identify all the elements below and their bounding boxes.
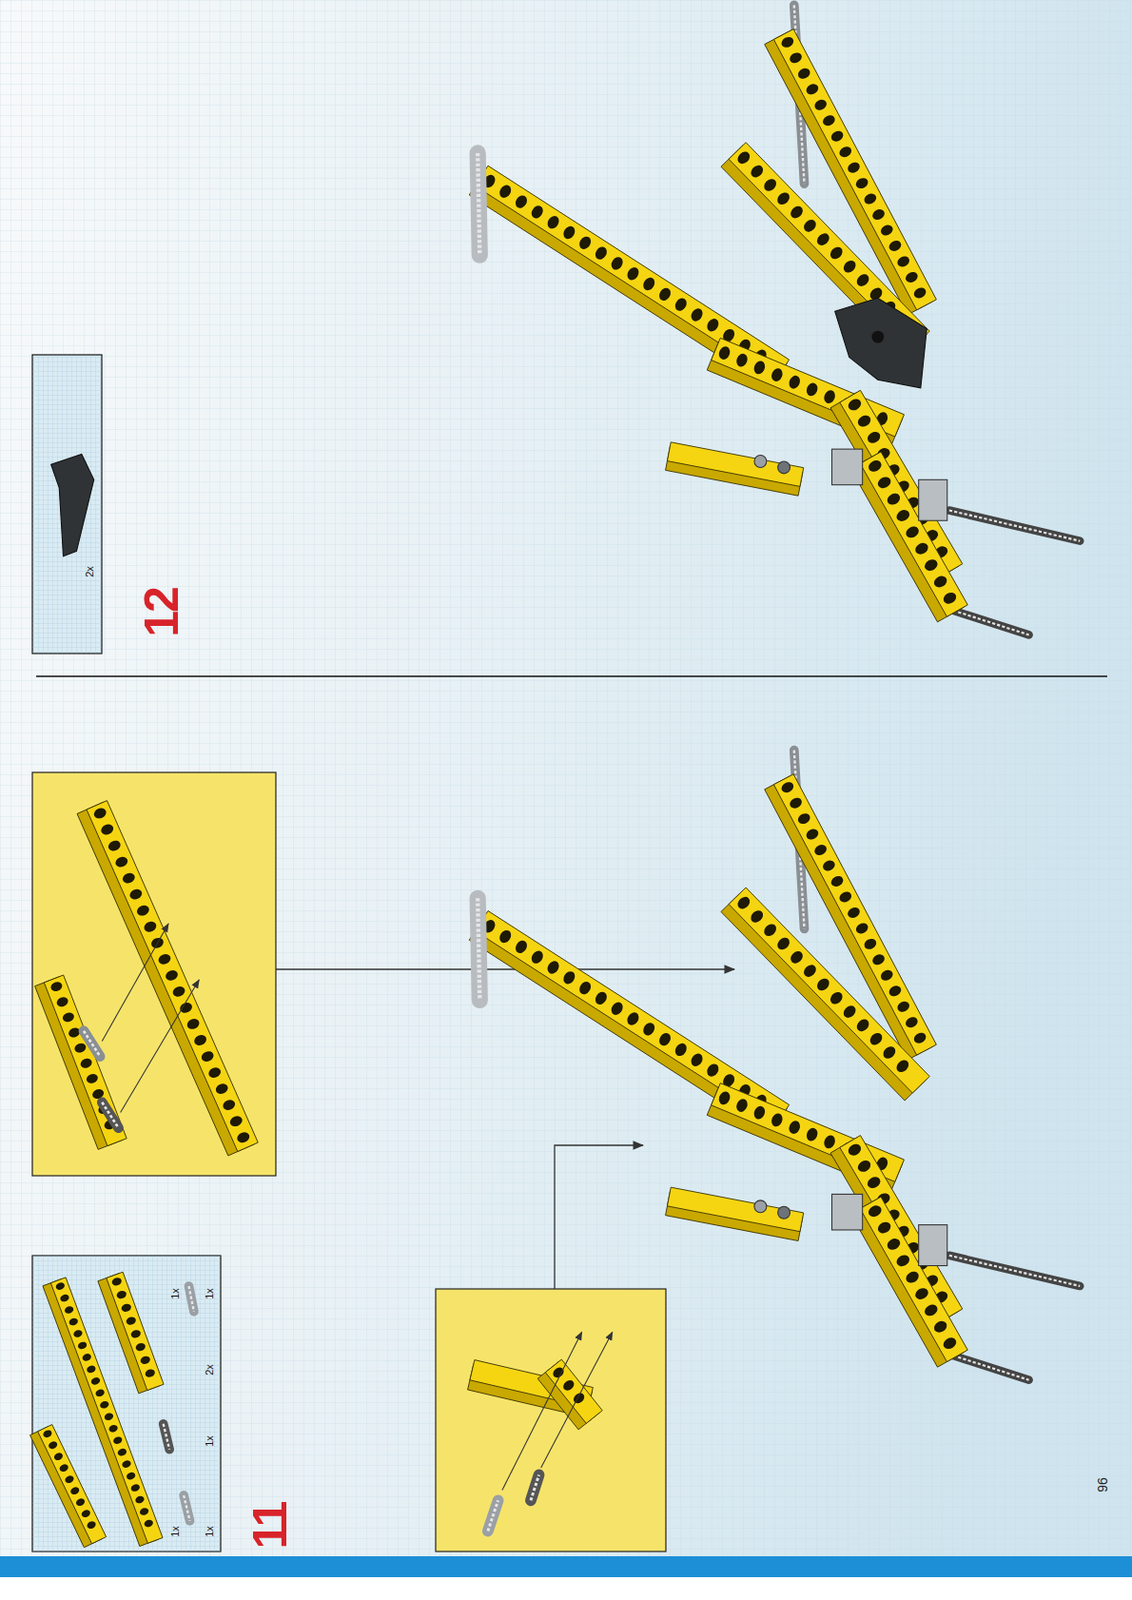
axle — [83, 1031, 100, 1057]
pin — [778, 1206, 791, 1219]
callout-parts — [468, 1331, 613, 1531]
technic-beam — [30, 1424, 107, 1548]
pin — [754, 1200, 767, 1213]
callout-box — [32, 772, 276, 1176]
part-quantity: 2x — [203, 1364, 215, 1376]
part-quantity: 1x — [203, 1525, 215, 1538]
part-quantity: 1x — [169, 1525, 181, 1538]
connector-block — [831, 448, 862, 486]
black-liftarm — [51, 453, 95, 556]
part-quantity: 1x — [203, 1435, 215, 1447]
axle-shine — [949, 510, 1080, 542]
pin — [754, 455, 767, 469]
axle — [949, 1255, 1080, 1287]
step-number: 11 — [242, 1502, 298, 1550]
technic-beam — [468, 911, 789, 1135]
callout-box — [435, 1288, 666, 1552]
axle-shine — [189, 1286, 195, 1312]
technic-beam — [42, 1277, 163, 1547]
axle-shine — [101, 1102, 118, 1129]
axle — [183, 1495, 190, 1522]
technic-beam — [665, 442, 804, 496]
axle-shine — [530, 1474, 540, 1501]
axle — [949, 510, 1080, 542]
technic-beam — [97, 1271, 164, 1394]
part-quantity: 1x — [169, 1288, 181, 1300]
connector-block — [918, 479, 948, 521]
axle — [477, 153, 480, 255]
technic-beam — [764, 774, 937, 1060]
parts-grid — [32, 1255, 221, 1552]
pin — [778, 461, 791, 474]
page-grid — [0, 0, 1132, 1557]
axle-shine — [477, 153, 480, 255]
hole — [871, 331, 884, 344]
technic-beam — [850, 451, 968, 623]
technic-beam — [850, 1196, 968, 1367]
model-view — [468, 4, 1080, 635]
technic-beam — [35, 975, 128, 1150]
part-quantity: 1x — [203, 1288, 215, 1300]
axle-shine — [487, 1500, 499, 1531]
assembly-arrow — [120, 979, 200, 1113]
parts-list-box: 1x 1x 1x 2x 1x 1x — [32, 1255, 221, 1552]
callout-parts — [35, 800, 259, 1156]
step-number: 12 — [134, 587, 190, 638]
parts-panel — [32, 354, 102, 654]
black-liftarm — [835, 297, 928, 388]
axle — [487, 1500, 499, 1531]
connector-block — [831, 1193, 862, 1230]
page-number: 96 — [1094, 1477, 1111, 1493]
model-view — [468, 750, 1080, 1381]
callout-arrow — [554, 1145, 644, 1289]
assembly-arrow — [101, 923, 169, 1041]
part-quantity: 2x — [83, 566, 96, 578]
axle — [477, 897, 480, 1000]
parts-list — [30, 453, 195, 1547]
technic-beam — [665, 1187, 804, 1241]
connector-block — [918, 1225, 948, 1267]
page-margin — [0, 1577, 1132, 1600]
technic-beam — [77, 800, 258, 1156]
axle-shine — [83, 1031, 100, 1057]
axle-shine — [477, 897, 480, 1000]
parts-list-box: 2x — [32, 354, 102, 654]
axle — [101, 1102, 118, 1129]
parts-grid — [32, 354, 102, 654]
axle-shine — [163, 1424, 170, 1450]
assembly-arrow — [541, 1331, 613, 1468]
axle — [189, 1286, 195, 1312]
technic-beam — [468, 165, 789, 390]
axle-shine — [949, 1255, 1080, 1287]
parts-panel — [32, 1255, 221, 1552]
step-divider — [36, 675, 1108, 678]
technic-beam — [764, 29, 937, 315]
axle-shine — [183, 1495, 190, 1522]
axle — [163, 1424, 170, 1450]
axle — [530, 1474, 540, 1501]
page-bar — [0, 1556, 1132, 1578]
technic-beam — [721, 887, 930, 1101]
callout-arrow — [275, 968, 735, 970]
